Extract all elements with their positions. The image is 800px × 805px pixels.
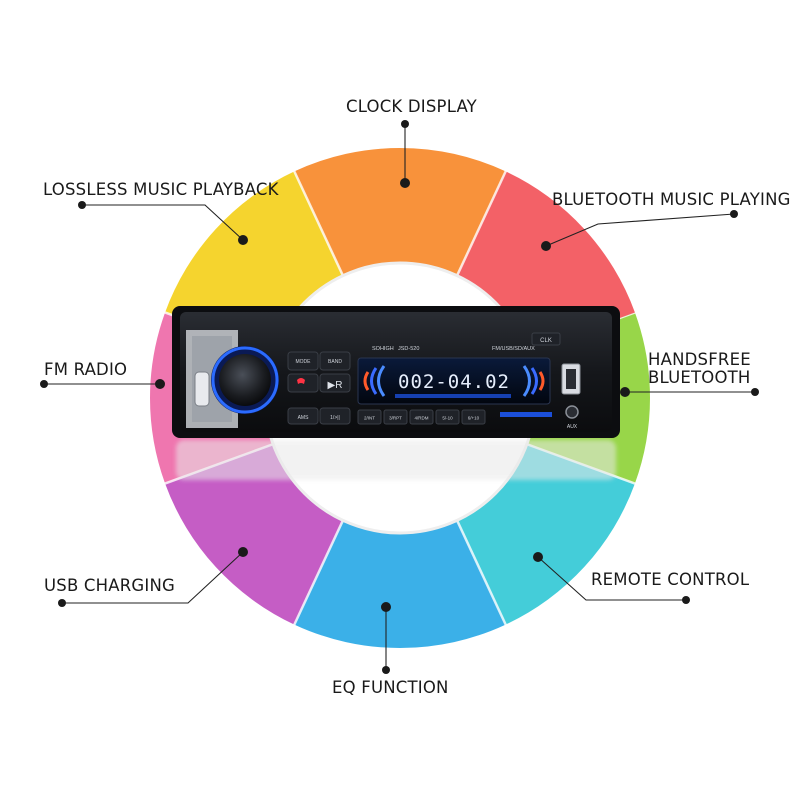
ring-segment-orange xyxy=(294,148,506,276)
callout-lossless-line xyxy=(82,204,244,241)
volume-knob[interactable] xyxy=(219,354,271,406)
preset-label-2: 2/INT xyxy=(364,416,375,421)
callout-lossless-dot-inner xyxy=(238,235,248,245)
callout-fm-dot-inner xyxy=(155,379,165,389)
preset-label-6: 6/+10 xyxy=(468,416,480,421)
lcd-text: 002-04.02 xyxy=(398,371,510,393)
label-fm-radio: FM RADIO xyxy=(44,360,128,379)
lcd-bars-right xyxy=(522,365,545,397)
aux-jack[interactable] xyxy=(565,405,579,419)
aux-label: AUX xyxy=(567,424,578,430)
car-radio: MODE BAND AMS 1/>|| ▶R SOHIGH JSD-520 FM… xyxy=(172,306,620,438)
seek-icon: ▶R xyxy=(328,380,343,391)
callout-remote-dot-outer xyxy=(682,596,690,604)
preset-button-4[interactable] xyxy=(409,409,434,425)
preset-1-button[interactable] xyxy=(319,407,351,425)
callout-lines xyxy=(44,125,755,670)
callout-clock-dot-outer xyxy=(401,120,409,128)
callout-usb-line xyxy=(62,551,244,604)
label-usb-charging: USB CHARGING xyxy=(44,576,175,595)
callout-remote-dot-inner xyxy=(533,552,543,562)
ring-segment-purple xyxy=(165,444,343,625)
label-eq-function: EQ FUNCTION xyxy=(332,678,449,697)
lcd-bars-left xyxy=(363,365,386,397)
brand-label: SOHIGH xyxy=(372,346,394,352)
callout-bluetooth-dot-inner xyxy=(541,241,551,251)
preset-button-3[interactable] xyxy=(383,409,408,425)
mode-label: MODE xyxy=(296,359,312,365)
ring-separator xyxy=(292,518,345,627)
callout-bluetooth-dot-outer xyxy=(730,210,738,218)
ams-label: AMS xyxy=(298,415,310,421)
preset-button-6[interactable] xyxy=(461,409,486,425)
ams-button[interactable] xyxy=(287,407,319,425)
blue-accent-strip xyxy=(500,412,552,417)
callout-fm-dot-outer xyxy=(40,380,48,388)
preset-buttons: 2/INT 3/RPT 4/RDM 5/-10 6/+10 xyxy=(357,409,552,425)
lcd-status-bar xyxy=(395,394,511,398)
callout-clock-dot-inner xyxy=(400,178,410,188)
callout-handsfree-dot-inner xyxy=(620,387,630,397)
control-buttons: MODE BAND AMS 1/>|| ▶R xyxy=(287,351,351,425)
preset-button-2[interactable] xyxy=(357,409,382,425)
label-bluetooth-music-playing: BLUETOOTH MUSIC PLAYING xyxy=(552,190,791,209)
mode-button[interactable] xyxy=(287,351,319,371)
label-lossless-music-playback: LOSSLESS MUSIC PLAYBACK xyxy=(43,180,279,199)
preset-label-5: 5/-10 xyxy=(442,416,453,421)
callout-handsfree-dot-outer xyxy=(751,388,759,396)
band-label: BAND xyxy=(328,359,342,365)
callout-bluetooth-music-line xyxy=(545,213,735,247)
lcd-display xyxy=(357,357,551,405)
ring-separator xyxy=(292,169,345,278)
ring-segment-teal xyxy=(457,444,635,625)
callout-usb-dot-inner xyxy=(238,547,248,557)
usb-slot xyxy=(566,369,576,389)
callout-usb-dot-outer xyxy=(58,599,66,607)
callout-lossless-dot-outer xyxy=(78,201,86,209)
preset-label-3: 3/RPT xyxy=(389,416,402,421)
callout-eq-dot-outer xyxy=(382,666,390,674)
label-remote-control: REMOTE CONTROL xyxy=(591,570,750,589)
label-handsfree: HANDSFREE xyxy=(648,350,751,369)
prev-next-button[interactable] xyxy=(319,373,351,393)
volume-knob-glow xyxy=(211,346,279,414)
preset-button-5[interactable] xyxy=(435,409,460,425)
ring-separator xyxy=(455,169,508,278)
preset-label-4: 4/RDM xyxy=(414,416,428,421)
preset-1-label: 1/>|| xyxy=(330,415,340,421)
callout-eq-dot-inner xyxy=(381,602,391,612)
clk-button[interactable] xyxy=(531,332,561,346)
callout-dots xyxy=(40,120,759,674)
label-clock-display: CLOCK DISPLAY xyxy=(346,97,477,116)
label-bluetooth: BLUETOOTH xyxy=(648,368,751,387)
ring-segment-blue xyxy=(294,520,506,649)
ring-separator xyxy=(455,518,508,627)
radio-reflection xyxy=(176,440,616,480)
band-button[interactable] xyxy=(319,351,351,371)
callout-remote-line xyxy=(537,556,686,601)
clk-label: CLK xyxy=(540,338,552,344)
model-label: JSD-520 xyxy=(398,346,419,352)
source-label: FM/USB/SD/AUX xyxy=(492,346,535,352)
release-button[interactable] xyxy=(194,371,210,407)
phone-icon xyxy=(297,378,305,384)
